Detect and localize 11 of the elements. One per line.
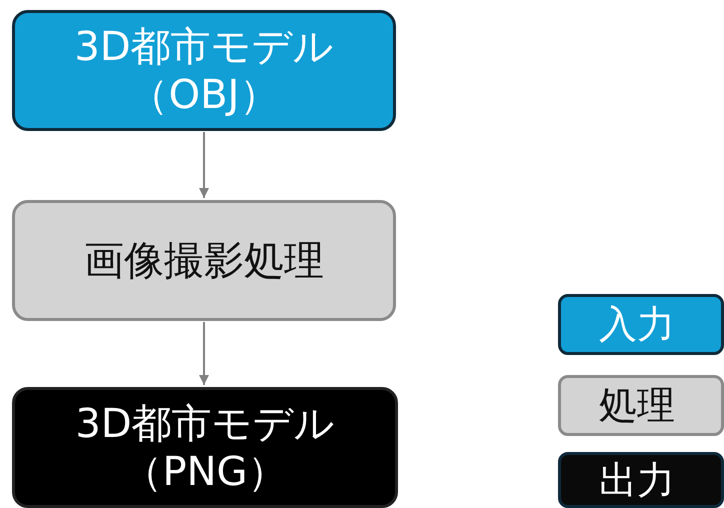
output-box <box>12 387 398 508</box>
box-label: 3D都市モデル（OBJ） <box>73 22 335 118</box>
legend-label: 出力 <box>599 456 675 504</box>
arrow <box>199 132 209 198</box>
arrow <box>199 322 209 385</box>
legend-label: 入力 <box>599 301 675 348</box>
box-label: 3D都市モデル（PNG） <box>74 400 336 496</box>
legend-label: 処理 <box>599 382 675 429</box>
box-label: 画像撮影処理 <box>84 236 324 284</box>
input-box <box>12 10 396 131</box>
process-box <box>12 200 396 321</box>
